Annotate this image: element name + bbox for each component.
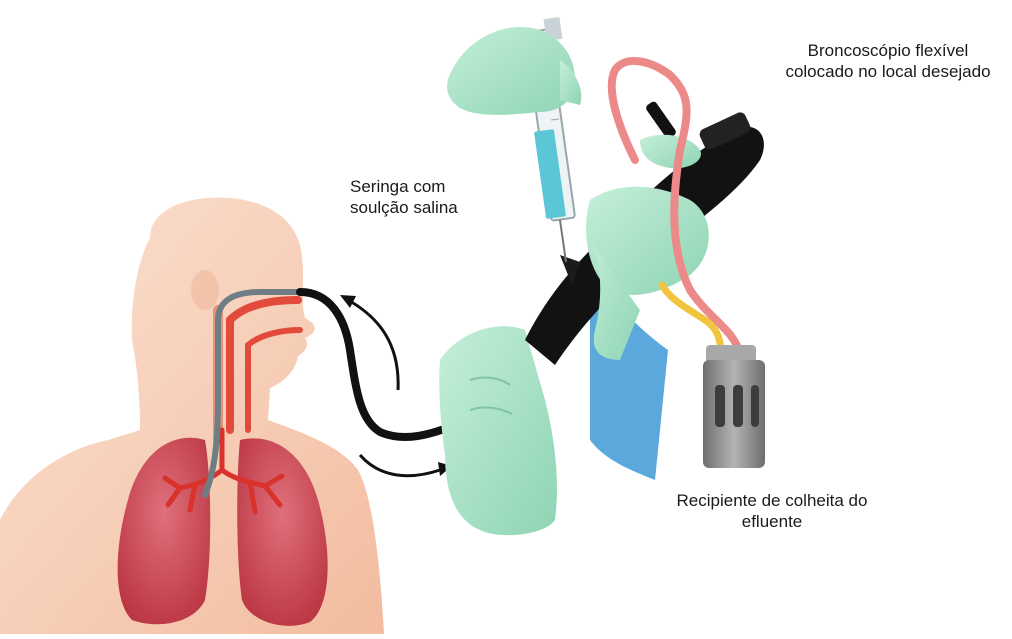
collection-container xyxy=(703,345,765,468)
container-label-line-2: efluente xyxy=(650,511,894,532)
bronchoscope-label: Broncoscópio flexível colocado no local … xyxy=(780,40,996,82)
syringe-label-line-1: Seringa com xyxy=(350,176,480,197)
syringe-hand xyxy=(447,27,581,115)
syringe-label: Seringa com soulção salina xyxy=(350,176,480,218)
arrow-right xyxy=(360,455,440,476)
bronchoscope-label-line-2: colocado no local desejado xyxy=(780,61,996,82)
lower-hand xyxy=(439,326,557,535)
bronchoscope-label-line-1: Broncoscópio flexível xyxy=(780,40,996,61)
container-label-line-1: Recipiente de colheita do xyxy=(650,490,894,511)
syringe-label-line-2: soulção salina xyxy=(350,197,480,218)
ear-shape xyxy=(191,270,219,310)
container-label: Recipiente de colheita do efluente xyxy=(650,490,894,532)
